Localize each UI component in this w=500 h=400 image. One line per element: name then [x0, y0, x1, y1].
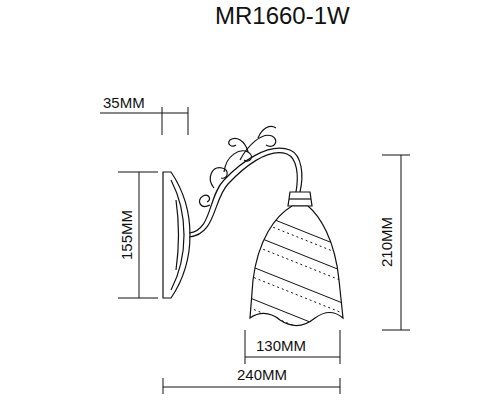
shade-stripes [240, 210, 345, 346]
dimension-label: 210MM [379, 216, 394, 268]
dimension-label: 130MM [255, 338, 307, 353]
dimension-label: 240MM [236, 367, 288, 382]
dimension-lines [100, 107, 410, 394]
dimension-label: 35MM [102, 95, 146, 110]
drawing-title: MR1660-1W [214, 4, 351, 28]
dimension-label: 155MM [119, 209, 134, 261]
lamp-body [163, 126, 343, 325]
